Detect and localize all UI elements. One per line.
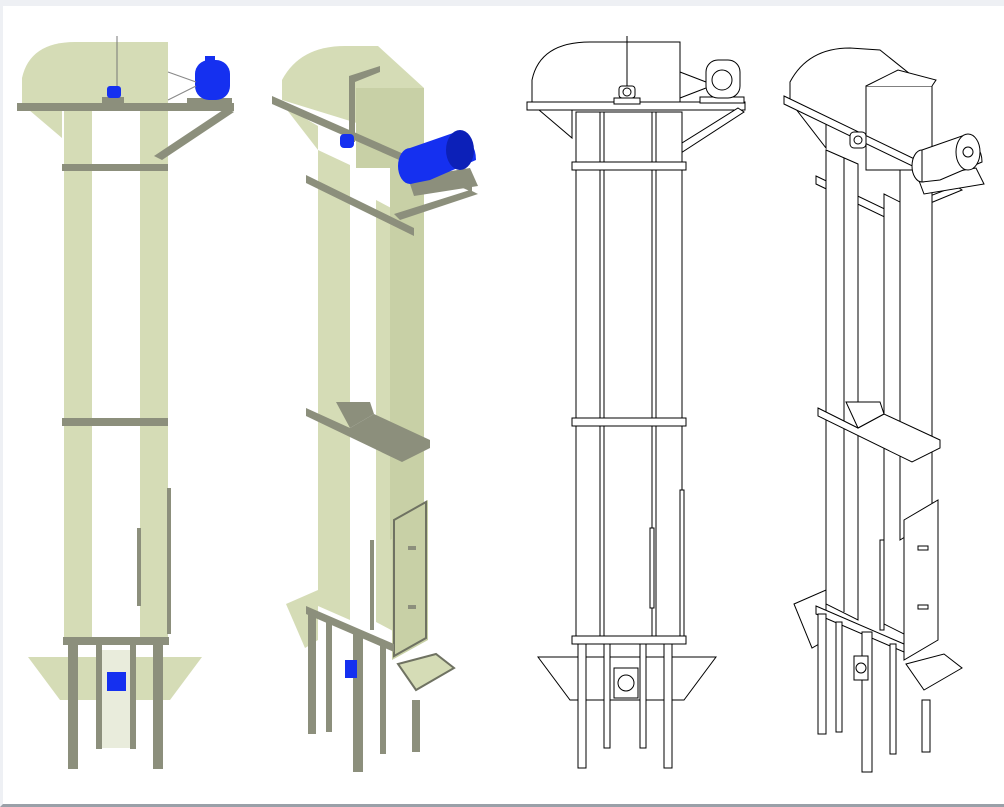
iso-line-casing-left [825,149,859,621]
iso-casing-left [318,150,350,620]
boot-leg-left [68,645,78,769]
iso-boot-leg-1 [308,614,316,734]
iso-boot-leg-3 [353,632,363,772]
iso-door-slot-upper [408,546,416,550]
line-boot-bearing [617,674,635,692]
iso-drive-motor-icon [398,130,478,196]
iso-line-door [903,499,939,661]
iso-boot-leg-4 [380,644,386,754]
line-boot-top [571,635,687,645]
line-door-handle [649,527,655,609]
line-boot-leg-ir [639,643,647,749]
iso-door-slot-lower [408,605,416,609]
line-head-hood [531,41,681,104]
iso-post-top [349,66,380,82]
iso-line-boot-leg-4 [889,643,897,755]
mid-cross-brace [62,418,168,426]
line-drive-motor-icon [679,59,745,104]
drive-motor-icon [167,56,232,104]
iso-line-door-slot-upper [917,545,929,551]
boot-frame-top [63,637,169,645]
iso-boot-leg-2 [326,622,332,732]
door-handle [137,528,141,606]
iso-door-frame [393,500,427,658]
iso-line-mid-brace-top [845,401,885,429]
line-mid-brace [571,417,687,427]
iso-head-chute [284,106,318,150]
iso-line-boot-frame [815,605,905,653]
iso-inspection-door-icon [345,660,357,678]
iso-line-door-slot-lower [917,604,929,610]
iso-boot-chute-rim [396,652,456,692]
boot-leg-inner-right [130,645,136,749]
iso-line-boot-leg-3 [861,631,873,773]
head-platform-beam [17,103,234,111]
inspection-door-icon [107,672,126,691]
iso-line-boot-leg-5 [921,699,931,753]
line-side-rail [679,489,685,637]
iso-boot-chute [398,654,454,690]
casing-right-leg [140,104,168,640]
iso-mid-brace-top [336,402,374,428]
line-boot-leg-il [603,643,611,749]
iso-platform-front [306,175,414,236]
bearing-icon [102,86,124,103]
head-discharge-chute [22,104,62,138]
iso-line-boot-leg-1 [817,613,827,735]
boot-leg-right [153,645,163,769]
iso-door-panel [392,500,428,660]
iso-line-side-rail [879,539,885,631]
line-boot-leg-right [663,643,673,769]
iso-side-rail [370,540,374,630]
side-rail [167,488,171,634]
iso-boot-frame [306,606,394,652]
iso-boot-leg-5 [412,700,420,752]
iso-line-bearing-icon [849,131,867,149]
iso-mid-brace [306,408,430,462]
iso-vertical-post [349,76,355,142]
iso-line-boot-bearing [855,662,867,674]
line-bearing-icon [613,85,641,105]
head-hood [22,42,168,104]
casing-left-leg [64,104,92,640]
iso-line-casing-side [899,169,933,541]
iso-bearing-icon [340,134,354,148]
iso-line-drive-motor-icon [911,133,985,195]
view-iso-colored [272,46,478,772]
platform-brace [154,108,234,160]
iso-line-head-box-top [865,69,937,87]
view-iso-line [783,47,985,773]
iso-line-boot-leg-2 [835,621,843,733]
boot-leg-inner-left [96,645,102,749]
line-upper-brace [571,161,687,171]
iso-platform-brace [394,190,478,220]
view-front-line [526,36,746,769]
upper-cross-brace [62,164,168,171]
view-front-colored [17,36,234,769]
boot-window [102,650,130,748]
line-casing-body [575,111,683,641]
line-boot-leg-left [577,643,587,769]
iso-line-boot-chute [905,653,963,691]
